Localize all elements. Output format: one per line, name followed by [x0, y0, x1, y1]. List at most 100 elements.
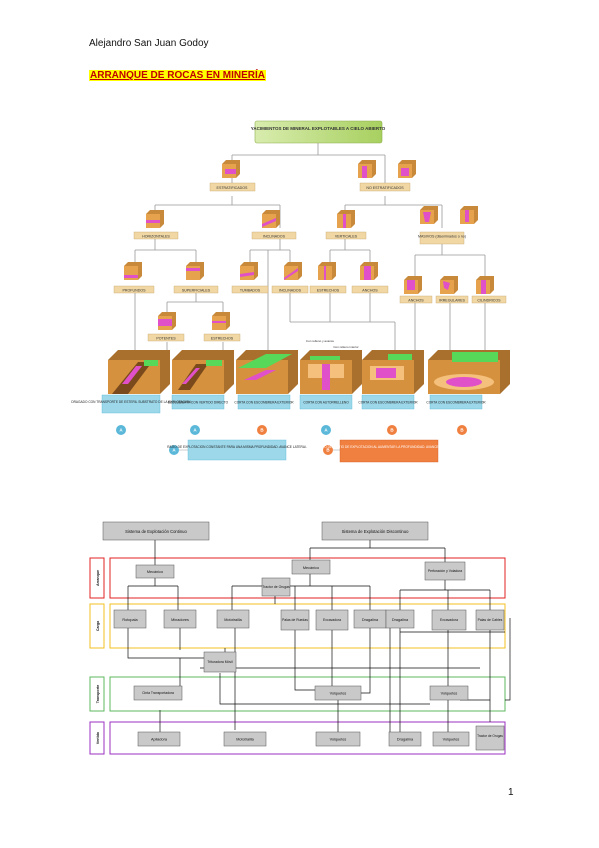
continuous-system-label: Sistema de Explotación Continuo	[125, 529, 187, 534]
svg-text:Tractor de Orugas: Tractor de Orugas	[477, 734, 503, 738]
svg-text:POTENTES: POTENTES	[156, 337, 176, 341]
svg-text:NO ESTRATIFICADOS: NO ESTRATIFICADOS	[366, 186, 404, 190]
legend-a-box	[187, 439, 287, 461]
exploitation-systems-diagram: Arranque Carga Transporte Vertido Sistem…	[89, 521, 511, 755]
svg-text:A: A	[119, 428, 123, 433]
legend-a-text: RATIO DE EXPLOTACION CONSTANTE PARA UNA …	[167, 445, 307, 449]
cube-icon	[186, 262, 204, 280]
method-block-6	[428, 350, 510, 394]
method-1-label: DRAGADO CON TRANSPORTE DE ESTERIL SUBSTR…	[71, 400, 191, 404]
svg-text:B: B	[390, 428, 394, 433]
method-blocks	[108, 350, 510, 394]
band-carga	[89, 603, 105, 649]
cube-icon	[404, 276, 422, 294]
svg-text:Mototrailla: Mototrailla	[224, 618, 242, 622]
legend-b-text: INCREMENTO DEL RATIO DE EXPLOTACION AL A…	[305, 445, 473, 449]
svg-text:INCLINADOS: INCLINADOS	[279, 289, 302, 293]
band-labels: Arranque Carga Transporte Vertido	[96, 570, 100, 744]
method-labels	[101, 394, 483, 414]
node-labels	[113, 182, 507, 342]
page-number: 1	[508, 787, 514, 798]
cube-icon	[440, 276, 458, 294]
method-4-label: CORTA CON AUTORRELLENO	[303, 401, 349, 405]
cube-icon	[240, 262, 258, 280]
svg-text:Trituradora Móvil: Trituradora Móvil	[207, 660, 233, 664]
svg-text:Excavadora: Excavadora	[440, 618, 458, 622]
cube-icon	[262, 210, 280, 228]
svg-text:Volquetes: Volquetes	[330, 738, 347, 742]
tree-connectors	[134, 143, 486, 350]
method-3-label: CORTA CON ESCOMBRERA EXTERIOR	[234, 401, 294, 405]
method-block-3	[236, 350, 298, 394]
svg-text:ESTRECHOS: ESTRECHOS	[317, 289, 340, 293]
cube-icon	[212, 312, 230, 330]
svg-text:IRREGULARES: IRREGULARES	[439, 299, 465, 303]
continuous-system-box	[102, 521, 210, 541]
cube-icon	[284, 262, 302, 280]
svg-text:Vertido: Vertido	[96, 731, 100, 744]
svg-text:MASIVOS (diseminados o no): MASIVOS (diseminados o no)	[418, 235, 466, 239]
method-block-2	[172, 350, 234, 394]
svg-text:Mecánico: Mecánico	[303, 566, 319, 570]
svg-text:ESTRATIFICADOS: ESTRATIFICADOS	[217, 186, 248, 190]
type-circles	[116, 425, 467, 455]
svg-text:CILINDRICOS: CILINDRICOS	[477, 299, 501, 303]
discontinuous-system-box	[321, 521, 429, 541]
svg-text:Dragalina: Dragalina	[392, 618, 409, 622]
svg-text:Minadores: Minadores	[171, 618, 189, 622]
root-node	[254, 120, 383, 144]
band-vertido	[89, 721, 105, 755]
cube-icon	[358, 160, 376, 178]
svg-text:Arranque: Arranque	[96, 570, 100, 586]
method-5-label: CORTA CON ESCOMBRERA EXTERIOR	[358, 401, 418, 405]
svg-text:TUMBADOS: TUMBADOS	[240, 289, 261, 293]
svg-text:Palas de Cables: Palas de Cables	[478, 618, 503, 622]
svg-text:Volquetes: Volquetes	[443, 738, 460, 742]
svg-text:Rotopala: Rotopala	[122, 618, 138, 622]
svg-text:A: A	[172, 448, 176, 453]
svg-text:HORIZONTALES: HORIZONTALES	[142, 235, 170, 239]
cube-icon	[158, 312, 176, 330]
svg-text:ESTRECHOS: ESTRECHOS	[211, 337, 234, 341]
equipment-boxes	[113, 559, 505, 751]
svg-text:Perforación y Voladura: Perforación y Voladura	[428, 569, 462, 573]
method-block-5	[362, 350, 424, 394]
document-title: ARRANQUE DE ROCAS EN MINERÍA	[89, 70, 267, 81]
svg-text:Tractor de Orugas: Tractor de Orugas	[262, 585, 290, 589]
cube-icon	[398, 160, 416, 178]
svg-text:Dragalina: Dragalina	[362, 618, 379, 622]
svg-text:Mototrailla: Mototrailla	[236, 738, 254, 742]
circle-letters: A A B A B B A B	[119, 428, 464, 453]
cube-icon	[146, 210, 164, 228]
author-name: Alejandro San Juan Godoy	[89, 38, 209, 49]
svg-text:Excavadora: Excavadora	[323, 618, 341, 622]
band-transporte	[89, 676, 105, 712]
svg-text:ANCHOS: ANCHOS	[408, 299, 424, 303]
method-label-texts: DRAGADO CON TRANSPORTE DE ESTERIL SUBSTR…	[71, 400, 486, 405]
svg-text:B: B	[326, 448, 330, 453]
method-block-1	[108, 350, 170, 394]
cube-icon	[124, 262, 142, 280]
mining-deposits-diagram: YACIMIENTOS DE MINERAL EXPLOTABLES A CIE…	[71, 120, 510, 463]
svg-text:B: B	[460, 428, 464, 433]
svg-text:Con relleno y avance: Con relleno y avance	[306, 339, 335, 343]
svg-text:SUPERFICIALES: SUPERFICIALES	[182, 289, 211, 293]
root-label: YACIMIENTOS DE MINERAL EXPLOTABLES A CIE…	[251, 126, 386, 131]
svg-text:INCLINADOS: INCLINADOS	[263, 235, 286, 239]
legend-b-box	[339, 439, 439, 463]
equipment-labels: Mecánico Mecánico Perforación y Voladura…	[122, 566, 503, 742]
method-6-label: CORTA CON ESCOMBRERA EXTERIOR	[426, 401, 486, 405]
svg-text:A: A	[193, 428, 197, 433]
svg-text:A: A	[324, 428, 328, 433]
svg-text:Apiladora: Apiladora	[151, 738, 168, 742]
cube-icon	[337, 210, 355, 228]
svg-text:B: B	[260, 428, 264, 433]
svg-text:Transporte: Transporte	[96, 685, 100, 704]
svg-text:Palas de Ruedas: Palas de Ruedas	[282, 618, 308, 622]
cube-icon	[318, 262, 336, 280]
svg-text:VERTICALES: VERTICALES	[335, 235, 358, 239]
cube-icons	[124, 160, 494, 330]
cube-icon	[360, 262, 378, 280]
cube-icon	[476, 276, 494, 294]
